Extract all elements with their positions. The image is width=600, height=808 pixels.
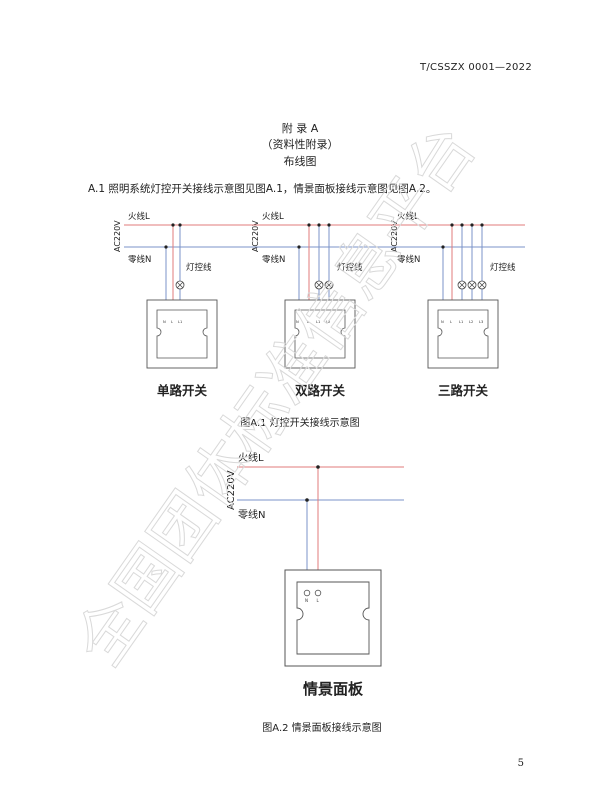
switch-outer-frame bbox=[427, 299, 499, 369]
voltage-label-2: AC220V bbox=[251, 220, 260, 252]
svg-text:N: N bbox=[163, 320, 166, 324]
paragraph-a1: A.1 照明系统灯控开关接线示意图见图A.1，情景面板接线示意图见图A.2。 bbox=[88, 183, 437, 195]
lamp-label-1: 灯控线 bbox=[186, 262, 212, 273]
appendix-title: 附 录 A bbox=[281, 122, 319, 135]
svg-text:L1: L1 bbox=[178, 320, 182, 324]
figure-a1-caption: 图A.1 灯控开关接线示意图 bbox=[240, 416, 359, 429]
single-switch-diagram: N L L1 bbox=[146, 223, 218, 369]
voltage-label-3: AC220V bbox=[390, 220, 399, 252]
voltage-label-1: AC220V bbox=[113, 220, 122, 252]
scene-panel-inner-plate bbox=[296, 581, 370, 655]
svg-text:N: N bbox=[441, 320, 444, 324]
switch-name-triple: 三路开关 bbox=[438, 383, 489, 398]
live-label-a2: 火线L bbox=[238, 451, 264, 464]
svg-text:L1: L1 bbox=[459, 320, 463, 324]
figure-a2-diagram: AC220V 火线L 零线N N L 情景面板 图A.2 情景面板接线示意图 bbox=[226, 451, 404, 734]
switch-outer-frame bbox=[146, 299, 218, 369]
neutral-label-a2: 零线N bbox=[238, 508, 265, 521]
switch-inner-plate bbox=[437, 309, 489, 359]
svg-text:L2: L2 bbox=[469, 320, 473, 324]
scene-panel-name: 情景面板 bbox=[303, 680, 364, 698]
scene-panel-outer-frame bbox=[284, 569, 382, 667]
live-label-1: 火线L bbox=[128, 211, 150, 222]
figure-a1-diagram: AC220V AC220V AC220V 火线L 零线N 火线L 零线N 火线L… bbox=[113, 211, 525, 429]
voltage-label-a2: AC220V bbox=[226, 470, 237, 510]
live-label-3: 火线L bbox=[397, 211, 419, 222]
neutral-label-2: 零线N bbox=[262, 254, 285, 265]
switch-outer-frame bbox=[284, 299, 356, 369]
svg-text:L1: L1 bbox=[316, 320, 320, 324]
lamp-label-2: 灯控线 bbox=[337, 262, 363, 273]
lamp-label-3: 灯控线 bbox=[490, 262, 516, 273]
terminal-n: N bbox=[305, 598, 308, 603]
svg-text:N: N bbox=[296, 320, 299, 324]
standard-code: T/CSSZX 0001—2022 bbox=[419, 62, 532, 73]
double-switch-diagram: N L L1 L2 bbox=[284, 223, 356, 369]
live-label-2: 火线L bbox=[262, 211, 284, 222]
appendix-nature: （资料性附录） bbox=[261, 138, 339, 151]
switch-name-single: 单路开关 bbox=[157, 383, 208, 398]
figure-a2-caption: 图A.2 情景面板接线示意图 bbox=[262, 721, 381, 734]
page-number: 5 bbox=[517, 758, 524, 769]
svg-text:L3: L3 bbox=[479, 320, 483, 324]
neutral-label-1: 零线N bbox=[128, 254, 151, 265]
terminal-l: L bbox=[317, 598, 320, 603]
switch-inner-plate bbox=[294, 309, 346, 359]
switch-inner-plate bbox=[156, 309, 208, 359]
svg-text:L2: L2 bbox=[326, 320, 330, 324]
svg-text:L: L bbox=[307, 320, 309, 324]
appendix-subtitle: 布线图 bbox=[283, 155, 317, 168]
switch-name-double: 双路开关 bbox=[294, 383, 346, 398]
svg-text:L: L bbox=[171, 320, 173, 324]
svg-text:L: L bbox=[450, 320, 452, 324]
neutral-label-3: 零线N bbox=[397, 254, 420, 265]
triple-switch-diagram: N L L1 L2 L3 bbox=[427, 223, 499, 369]
